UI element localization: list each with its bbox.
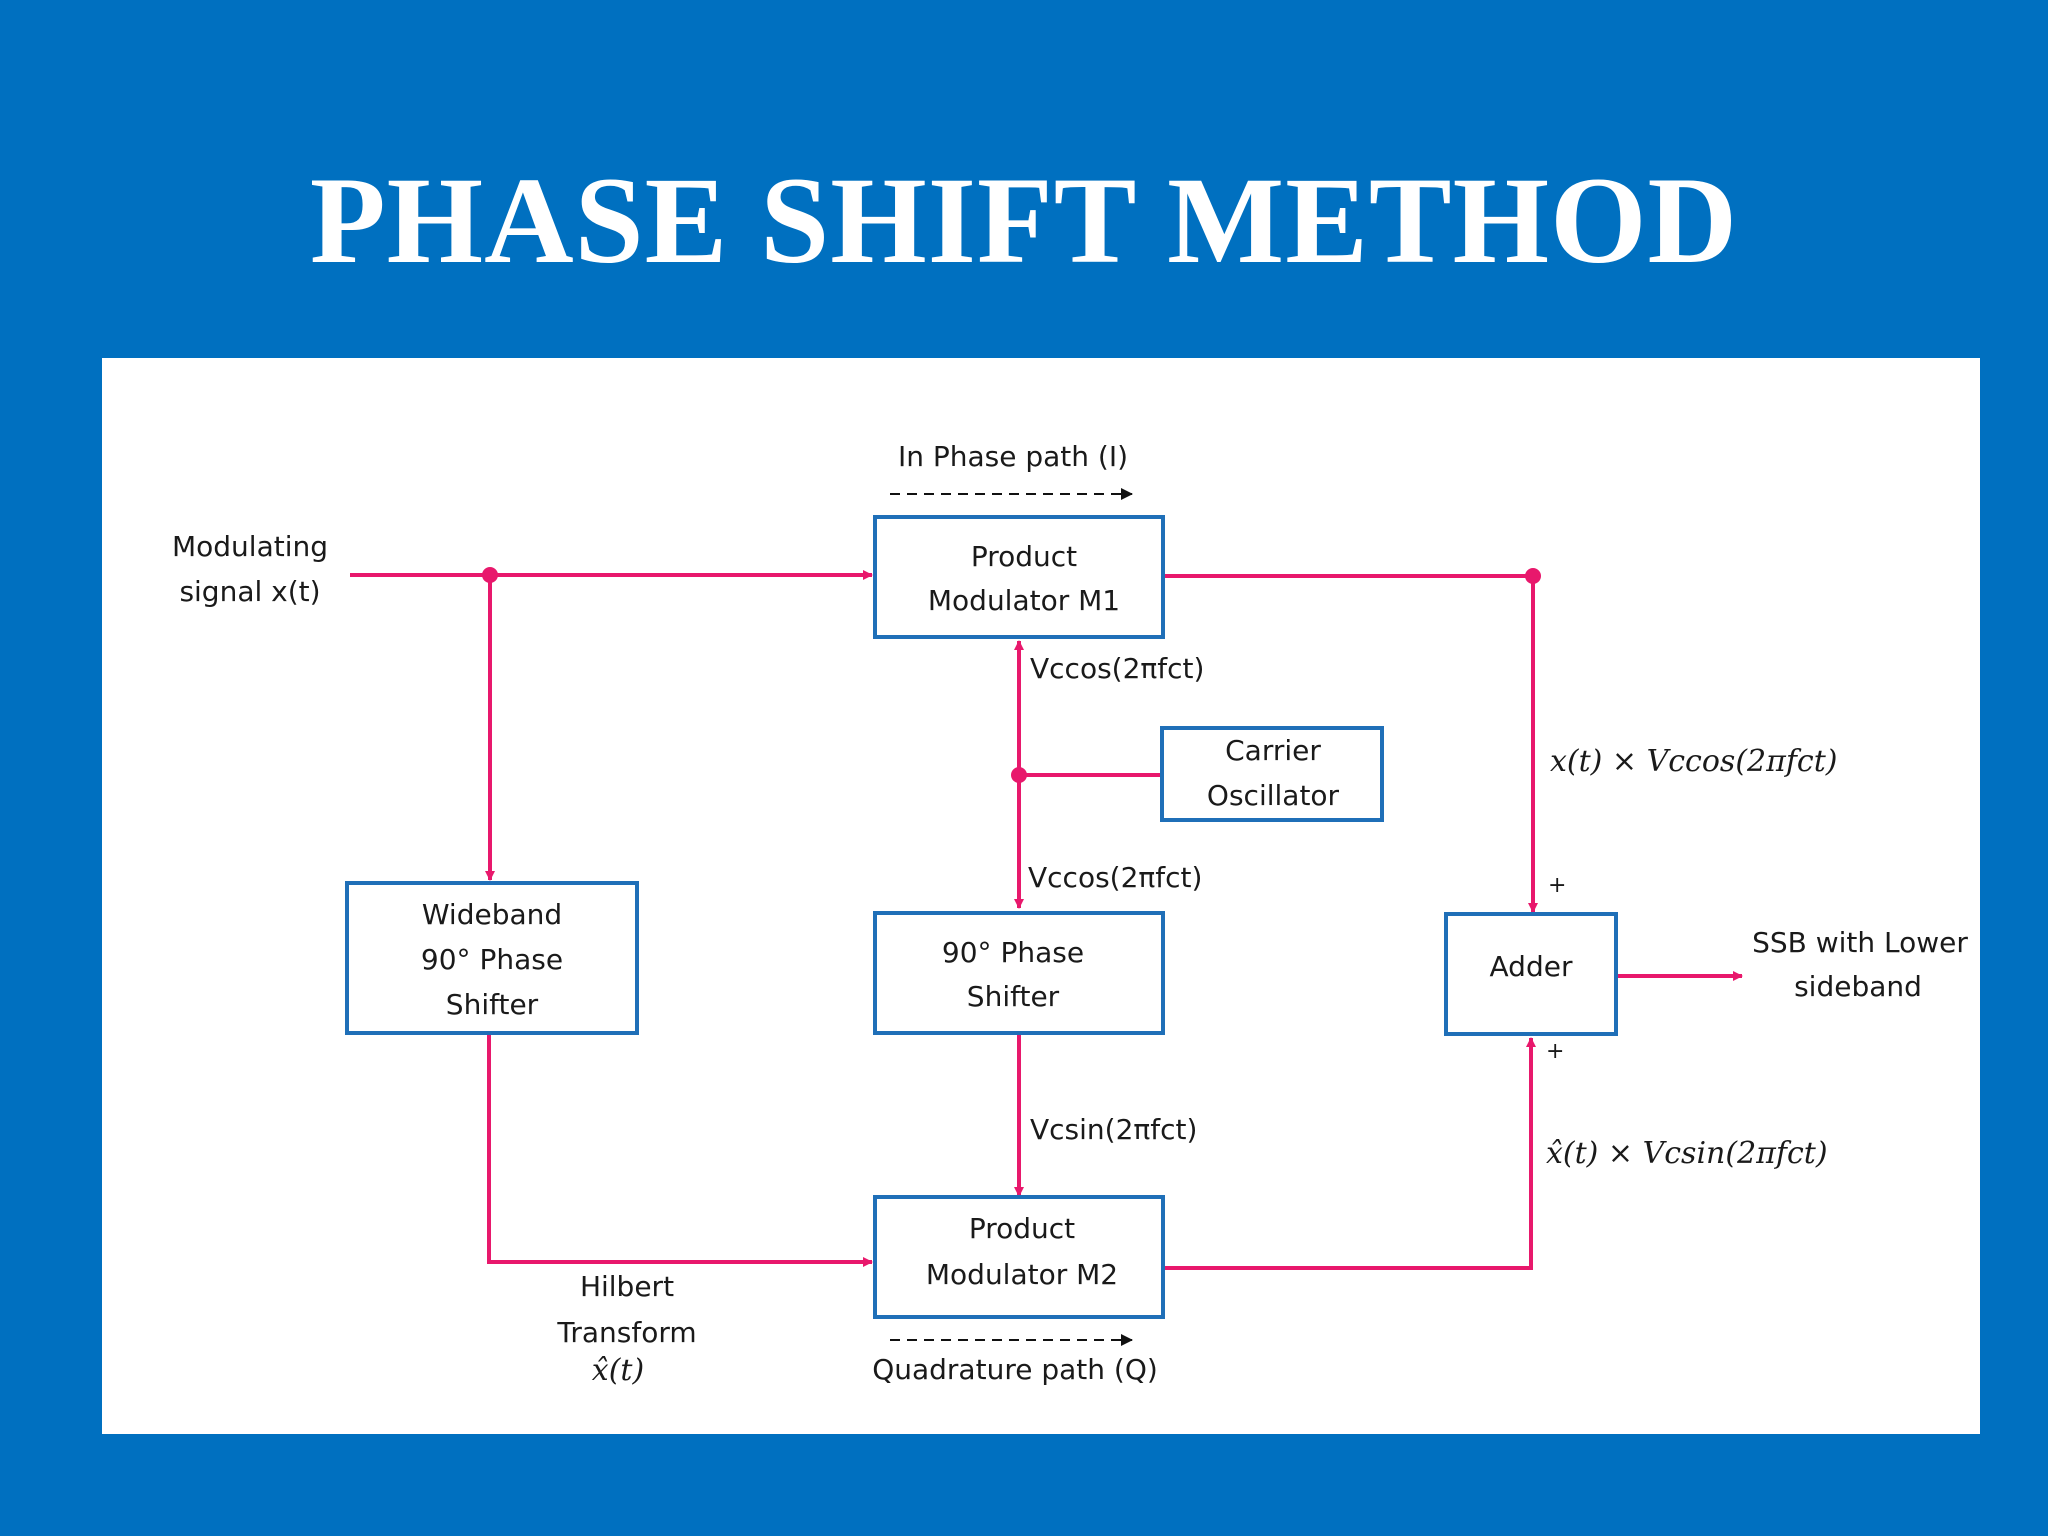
m2-label-line2: Modulator M2 bbox=[926, 1258, 1118, 1291]
adder-block bbox=[1444, 912, 1618, 1036]
hilbert-label-line2: Transform bbox=[556, 1316, 696, 1349]
m2-label-line1: Product bbox=[969, 1212, 1075, 1245]
shifter-label-line2: Shifter bbox=[967, 980, 1060, 1013]
plus-sign-top: + bbox=[1548, 873, 1566, 898]
quadrature-path-label: Quadrature path (Q) bbox=[872, 1353, 1158, 1386]
wideband-label-line2: 90° Phase bbox=[421, 943, 563, 976]
m1-label-line2: Modulator M1 bbox=[928, 584, 1120, 617]
in-phase-path-label: In Phase path (I) bbox=[898, 440, 1128, 473]
block-diagram: Product Modulator M1 Product Modulator M… bbox=[172, 440, 1968, 1388]
output-label-line1: SSB with Lower bbox=[1752, 926, 1968, 959]
adder-label: Adder bbox=[1490, 950, 1573, 983]
modulating-label-line2: signal x(t) bbox=[179, 575, 320, 608]
output-label-line2: sideband bbox=[1794, 970, 1922, 1003]
slide-title: PHASE SHIFT METHOD bbox=[309, 152, 1739, 289]
phase-shifter-block bbox=[873, 911, 1165, 1035]
hilbert-label-line1: Hilbert bbox=[580, 1270, 674, 1303]
carrier-oscillator-block bbox=[1160, 726, 1384, 822]
hilbert-label-line3: x̂(t) bbox=[592, 1353, 644, 1388]
carrier-top-label: Vccos(2πfct) bbox=[1030, 652, 1204, 685]
product-modulator-m2-block bbox=[873, 1195, 1165, 1319]
diagram-panel: Product Modulator M1 Product Modulator M… bbox=[102, 358, 1980, 1434]
m2-to-adder-line bbox=[1160, 1037, 1536, 1270]
junction-dot-input bbox=[482, 567, 498, 583]
oscillator-label-line1: Carrier bbox=[1225, 734, 1321, 767]
wideband-label-line1: Wideband bbox=[422, 898, 562, 931]
wideband-to-m2-line bbox=[487, 1030, 873, 1267]
junction-dot-m1-output bbox=[1525, 568, 1541, 584]
lower-product-label: x̂(t) × Vcsin(2πfct) bbox=[1546, 1136, 1828, 1171]
wideband-phase-shifter-block bbox=[345, 881, 639, 1035]
shifter-label-line1: 90° Phase bbox=[942, 936, 1084, 969]
oscillator-label-line2: Oscillator bbox=[1207, 779, 1340, 812]
carrier-mid-label: Vccos(2πfct) bbox=[1028, 861, 1202, 894]
carrier-sin-label: Vcsin(2πfct) bbox=[1030, 1113, 1197, 1146]
product-modulator-m1-block bbox=[873, 515, 1165, 639]
plus-sign-bottom: + bbox=[1546, 1039, 1564, 1064]
upper-product-label: x(t) × Vccos(2πfct) bbox=[1550, 744, 1838, 779]
wideband-label-line3: Shifter bbox=[446, 988, 539, 1021]
m1-label-line1: Product bbox=[971, 540, 1077, 573]
modulating-label-line1: Modulating bbox=[172, 530, 328, 563]
junction-dot-carrier bbox=[1011, 767, 1027, 783]
